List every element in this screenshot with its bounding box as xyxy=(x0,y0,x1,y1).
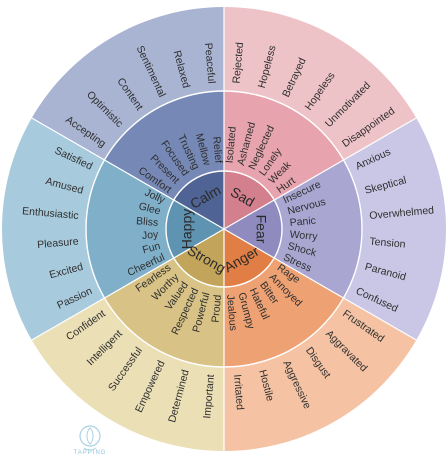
middle-label-proud: Proud xyxy=(210,294,224,323)
core-ring xyxy=(166,171,282,287)
middle-label-fun: Fun xyxy=(141,240,162,256)
middle-segment-calm xyxy=(104,91,224,200)
core-label-happy: Happy xyxy=(179,209,195,249)
middle-ring xyxy=(86,91,362,367)
divider-line xyxy=(31,117,225,230)
core-segment-happy xyxy=(166,200,224,258)
section-dividers xyxy=(31,7,417,451)
middle-segment-fear xyxy=(274,160,362,298)
outer-label-tension: Tension xyxy=(369,236,406,251)
outer-label-pleasure: Pleasure xyxy=(37,236,79,252)
tapping-logo-icon xyxy=(74,422,106,456)
outer-segment-calm xyxy=(31,7,225,160)
outer-label-irritated: Irritated xyxy=(231,374,246,411)
middle-label-worry: Worry xyxy=(289,229,318,243)
middle-label-panic: Panic xyxy=(289,215,316,229)
outer-label-overwhelmed: Overwhelmed xyxy=(369,204,435,222)
middle-segment-sad xyxy=(224,91,344,200)
outer-segment-fear xyxy=(343,118,446,340)
middle-label-bliss: Bliss xyxy=(136,215,159,229)
middle-segment-strong xyxy=(104,258,224,367)
core-segment-fear xyxy=(224,200,282,258)
middle-label-jealous: Jealous xyxy=(224,294,239,331)
outer-segment-strong xyxy=(31,298,225,451)
divider-line xyxy=(223,117,417,230)
outer-label-enthusiastic: Enthusiastic xyxy=(22,205,79,222)
middle-label-joy: Joy xyxy=(141,228,159,241)
middle-segment-anger xyxy=(224,258,344,367)
divider-line xyxy=(31,228,225,341)
middle-label-isolated: Isolated xyxy=(224,126,239,164)
ring-border xyxy=(165,170,283,288)
outer-ring xyxy=(1,7,446,451)
ring-border xyxy=(85,90,363,368)
core-label-fear: Fear xyxy=(253,215,269,244)
outer-segment-sad xyxy=(224,7,417,160)
outer-label-rejected: Rejected xyxy=(231,42,247,84)
middle-label-glee: Glee xyxy=(137,200,162,217)
middle-segment-happy xyxy=(86,160,174,298)
divider-line xyxy=(223,228,417,341)
outer-label-peaceful: Peaceful xyxy=(202,42,218,84)
outer-label-important: Important xyxy=(201,374,217,419)
middle-label-relief: Relief xyxy=(210,136,224,164)
outer-segment-happy xyxy=(1,118,105,340)
outer-segment-anger xyxy=(224,298,417,451)
logo-text: TAPPING xyxy=(73,450,107,456)
